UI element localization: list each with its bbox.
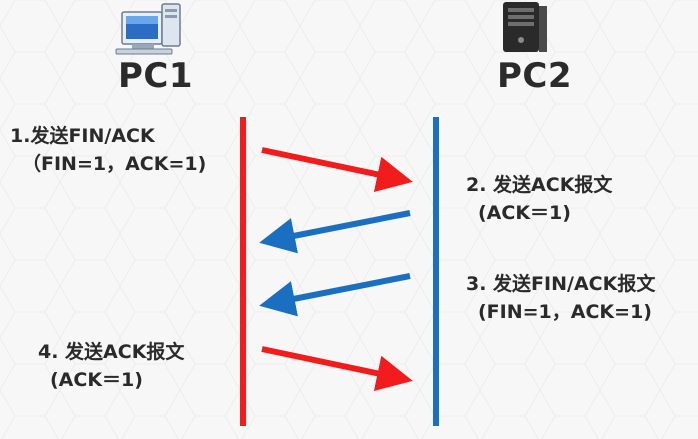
step-1-note: 1.发送FIN/ACK （FIN=1，ACK=1) xyxy=(10,122,206,178)
server-tower-icon xyxy=(503,2,547,52)
step-1-flags: （FIN=1，ACK=1) xyxy=(22,153,207,175)
desktop-computer-icon xyxy=(115,3,181,55)
arrow-step3 xyxy=(259,273,411,317)
step-4-title: 4. 发送ACK报文 xyxy=(38,341,185,363)
step-4-flags: (ACK＝1) xyxy=(50,369,143,391)
pc2-label: PC2 xyxy=(497,56,573,96)
step-2-title: 2. 发送ACK报文 xyxy=(466,174,613,196)
step-3-note: 3. 发送FIN/ACK报文 (FIN=1，ACK=1) xyxy=(466,270,655,326)
step-2-flags: (ACK＝1) xyxy=(478,202,571,224)
step-3-flags: (FIN=1，ACK=1) xyxy=(478,301,652,323)
step-4-note: 4. 发送ACK报文 (ACK＝1) xyxy=(38,338,184,394)
step-2-note: 2. 发送ACK报文 (ACK＝1) xyxy=(466,171,612,227)
arrow-step4 xyxy=(261,346,413,392)
arrow-step2 xyxy=(259,210,411,254)
step-1-title: 1.发送FIN/ACK xyxy=(10,125,155,147)
pc1-label: PC1 xyxy=(118,56,194,96)
arrow-step1 xyxy=(261,147,413,193)
step-3-title: 3. 发送FIN/ACK报文 xyxy=(466,273,656,295)
